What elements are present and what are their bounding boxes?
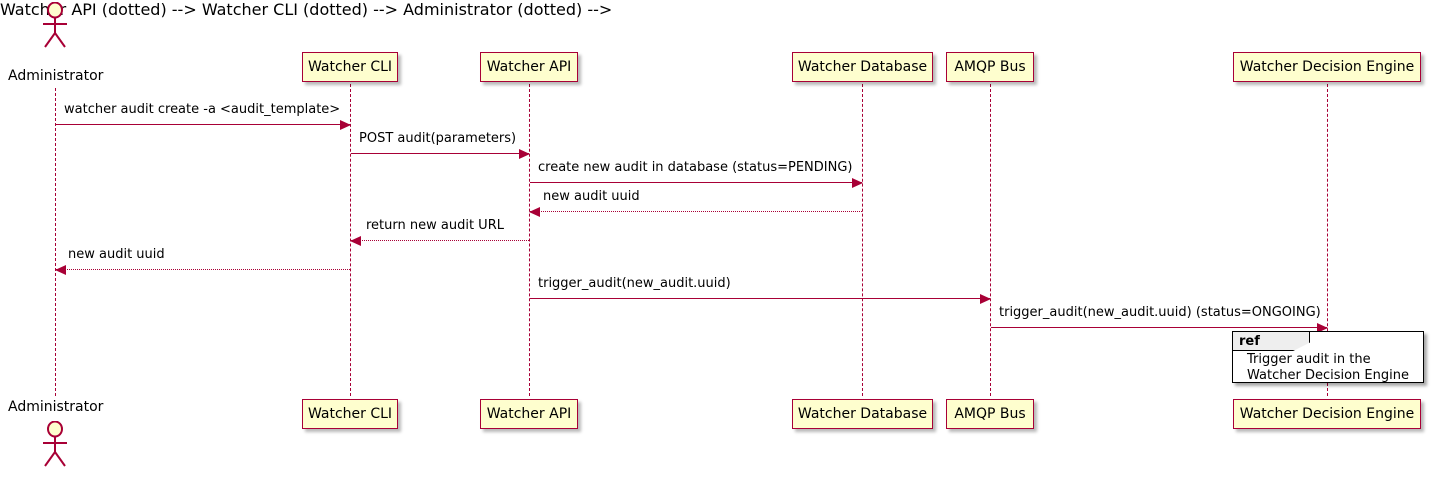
arrowhead-left-icon — [529, 207, 540, 217]
arrowhead-left-icon — [350, 236, 361, 246]
participant-watcher-database-top[interactable]: Watcher Database — [792, 52, 933, 82]
participant-watcher-cli-top[interactable]: Watcher CLI — [302, 52, 398, 82]
message-label-8: trigger_audit(new_audit.uuid) (status=ON… — [999, 305, 1321, 320]
message-label-1: watcher audit create -a <audit_template> — [64, 102, 341, 117]
lifeline-watcher-decision-engine — [1327, 84, 1328, 396]
lifeline-watcher-database — [862, 84, 863, 396]
message-arrow-5 — [350, 236, 529, 246]
message-arrow-1 — [56, 120, 351, 130]
ref-fragment-line-1: Trigger audit in the — [1247, 352, 1371, 367]
participant-label: Watcher Database — [797, 406, 928, 422]
message-label-6: new audit uuid — [68, 247, 165, 262]
ref-fragment-line-2: Watcher Decision Engine — [1247, 368, 1409, 383]
participant-label: Watcher CLI — [307, 406, 393, 422]
arrowhead-right-icon — [519, 149, 530, 159]
participant-label: AMQP Bus — [954, 59, 1026, 75]
message-arrow-8 — [991, 323, 1328, 333]
arrowhead-left-icon — [55, 265, 66, 275]
message-label-2: POST audit(parameters) — [359, 131, 517, 146]
message-arrow-2 — [351, 149, 530, 159]
actor-label-administrator-top: Administrator — [8, 68, 104, 84]
lifeline-amqp-bus — [990, 84, 991, 396]
participant-label: AMQP Bus — [954, 406, 1026, 422]
message-arrow-7 — [530, 294, 991, 304]
participant-watcher-decision-engine-top[interactable]: Watcher Decision Engine — [1233, 52, 1421, 82]
participant-label: Watcher CLI — [307, 59, 393, 75]
participant-watcher-api-top[interactable]: Watcher API — [480, 52, 578, 82]
actor-icon-administrator-top — [35, 1, 75, 48]
participant-watcher-cli-bottom[interactable]: Watcher CLI — [302, 399, 398, 429]
actor-icon-administrator-bottom — [35, 420, 75, 467]
participant-label: Watcher Decision Engine — [1239, 406, 1415, 422]
participant-watcher-decision-engine-bottom[interactable]: Watcher Decision Engine — [1233, 399, 1421, 429]
message-label-7: trigger_audit(new_audit.uuid) — [538, 276, 731, 291]
ref-fragment-tab: ref — [1233, 332, 1310, 351]
participant-label: Watcher API — [486, 406, 572, 422]
arrowhead-right-icon — [340, 120, 351, 130]
participant-label: Watcher API — [486, 59, 572, 75]
arrowhead-right-icon — [852, 178, 863, 188]
message-label-5: return new audit URL — [366, 218, 504, 233]
participant-watcher-database-bottom[interactable]: Watcher Database — [792, 399, 933, 429]
message-arrow-3 — [530, 178, 863, 188]
actor-label-administrator-bottom: Administrator — [8, 399, 104, 415]
ref-fragment-tab-label: ref — [1239, 333, 1260, 349]
message-arrow-6 — [55, 265, 350, 275]
lifeline-watcher-api — [529, 84, 530, 396]
arrowhead-right-icon — [980, 294, 991, 304]
lifeline-administrator — [55, 88, 56, 396]
message-label-3: create new audit in database (status=PEN… — [538, 160, 853, 175]
participant-label: Watcher Database — [797, 59, 928, 75]
arrowhead-right-icon — [1317, 323, 1328, 333]
message-arrow-4 — [529, 207, 862, 217]
message-label-4: new audit uuid — [543, 189, 640, 204]
participant-amqp-bus-top[interactable]: AMQP Bus — [946, 52, 1034, 82]
participant-amqp-bus-bottom[interactable]: AMQP Bus — [946, 399, 1034, 429]
participant-watcher-api-bottom[interactable]: Watcher API — [480, 399, 578, 429]
ref-fragment-trigger-audit[interactable]: ref Trigger audit in the Watcher Decisio… — [1232, 331, 1424, 383]
participant-label: Watcher Decision Engine — [1239, 59, 1415, 75]
ref-fragment-body: Trigger audit in the Watcher Decision En… — [1247, 352, 1409, 384]
